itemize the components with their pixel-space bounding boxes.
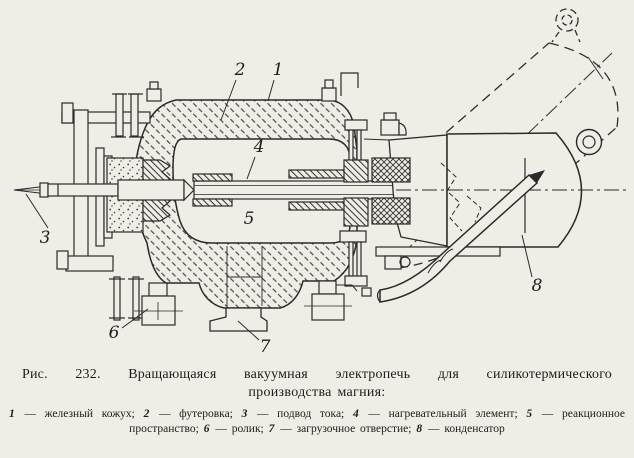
legend-item-text: — железный кожух; [24, 408, 135, 420]
eye-lug-icon [575, 128, 603, 156]
heating-element-shaft [13, 169, 417, 211]
vacuum-stub-left [146, 81, 162, 102]
part-label-3: 3 [40, 228, 51, 248]
condenser-reducer [388, 134, 448, 247]
condenser-stub [380, 112, 407, 136]
legend-item-number: 8 [416, 423, 423, 436]
legend-item-3: 3 — подвод тока; [242, 408, 345, 420]
legend-item-number: 6 [203, 423, 210, 436]
legend-item-7: 7 — загрузочное отверстие; [269, 423, 412, 435]
legend-item-text: — загрузочное отверстие; [280, 423, 412, 436]
part-label-7: 7 [260, 337, 271, 357]
clamp-roller-icon [399, 256, 411, 268]
legend-item-text: — футеровка; [159, 408, 233, 420]
legend-item-2: 2 — футеровка; [144, 408, 233, 420]
legend-item-1: 1 — железный кожух; [9, 408, 135, 420]
legend-item-text: — реакционное пространство; [129, 408, 626, 436]
vacuum-stub-right [321, 72, 359, 102]
legend-item-8: 8 — конденсатор [416, 423, 504, 435]
furnace-shell [133, 72, 359, 309]
figure-caption-line2: производства магния: [248, 385, 386, 400]
legend-item-text: — нагревательный элемент; [368, 408, 518, 420]
legend-item-number: 5 [526, 408, 533, 420]
part-label-5: 5 [244, 209, 255, 229]
saddle-bar [375, 246, 501, 257]
insulation-block-lower [106, 194, 144, 233]
legend-item-number: 3 [241, 408, 248, 420]
legend-item-number: 1 [9, 408, 15, 420]
figure-caption-line1: Рис. 232. Вращающаяся вакуумная электроп… [22, 367, 612, 382]
heater-tube [193, 180, 417, 200]
callout-numbers: 1 2 3 4 5 6 7 8 [40, 60, 543, 357]
legend-item-text: — подвод тока; [257, 408, 345, 420]
roller-right [304, 280, 372, 321]
part-label-1: 1 [273, 60, 284, 80]
flange-bolts-upper [111, 93, 144, 138]
part-label-6: 6 [109, 323, 120, 343]
right-flange [339, 112, 411, 287]
legend-item-number: 4 [352, 408, 359, 420]
part-label-2: 2 [234, 60, 246, 80]
swung-eye-lug-icon [555, 8, 579, 32]
legend-item-6: 6 — ролик; [204, 423, 264, 435]
seal-assembly [95, 147, 172, 247]
legend-item-number: 7 [268, 423, 275, 436]
legend-item-text: — ролик; [215, 423, 264, 436]
figure-legend: 1 — железный кожух; 2 — футеровка; 3 — п… [9, 407, 625, 437]
part-label-8: 8 [532, 276, 543, 296]
legend-item-5: 5 — реакционное пространство; [129, 408, 625, 435]
loading-port [209, 307, 268, 332]
diagram-canvas: 1 2 3 4 5 6 7 8 [13, 8, 628, 357]
legend-item-text: — конденсатор [427, 423, 505, 436]
flange-bolts-lower [109, 276, 144, 321]
discharge-pipe [376, 170, 545, 303]
support-foot [65, 255, 114, 272]
roller-left [134, 282, 183, 326]
part-label-4: 4 [253, 137, 265, 157]
legend-item-4: 4 — нагревательный элемент; [353, 408, 518, 420]
callout-leaders [25, 79, 533, 341]
flange-plate [95, 147, 105, 247]
rollers [134, 280, 372, 326]
legend-item-number: 2 [143, 408, 150, 420]
